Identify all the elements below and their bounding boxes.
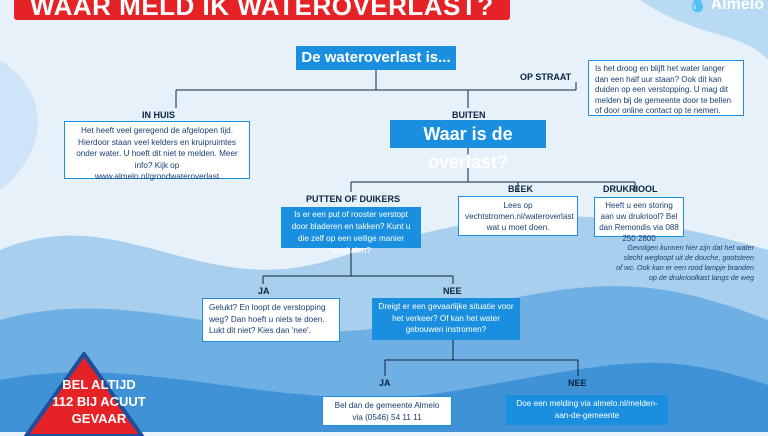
- label-putten: PUTTEN OF DUIKERS: [306, 194, 401, 204]
- danger-question: Dreigt er een gevaarlijke situatie voor …: [372, 298, 520, 340]
- almelo-logo: 💧Almelo: [688, 0, 764, 14]
- water-drop-icon: 💧: [687, 0, 708, 13]
- beek-info: Lees op vechtstromen.nl/wateroverlast wa…: [458, 196, 578, 236]
- label-nee-1: NEE: [443, 286, 462, 296]
- label-nee-2: NEE: [568, 378, 587, 388]
- warning-line-2: 112 BIJ ACUUT: [52, 394, 146, 409]
- label-buiten: BUITEN: [452, 110, 486, 120]
- second-question: Waar is de overlast?: [390, 120, 546, 172]
- warning-text: BEL ALTIJD 112 BIJ ACUUT GEVAAR: [34, 376, 164, 427]
- warning-triangle-icon: [24, 352, 144, 436]
- in-huis-info: Het heeft veel geregend de afgelopen tij…: [64, 121, 250, 181]
- putten-question: Is er een put of rooster verstopt door b…: [281, 207, 421, 255]
- logo-text: Almelo: [710, 0, 764, 13]
- page-title: WAAR MELD IK WATEROVERLAST?: [14, 0, 510, 21]
- label-ja-2: JA: [379, 378, 391, 388]
- drukriool-note: Gevolgen kunnen hier zijn dat het water …: [616, 243, 754, 282]
- nee-2-info: Doe een melding via almelo.nl/melden-aan…: [506, 395, 668, 425]
- label-in-huis: IN HUIS: [142, 110, 176, 120]
- label-beek: BEEK: [508, 184, 534, 194]
- ja-info: Gelukt? En loopt de verstopping weg? Dan…: [202, 298, 340, 342]
- grondwater-link[interactable]: www.almelo.nl/grondwateroverlast: [94, 172, 220, 181]
- warning-line-1: BEL ALTIJD: [62, 377, 136, 392]
- drukriool-info: Heeft u een storing aan uw drukriool? Be…: [594, 197, 684, 243]
- main-question: De wateroverlast is...: [296, 46, 456, 70]
- ja-2-info: Bel dan de gemeente Almelo via (0546) 54…: [322, 396, 452, 426]
- warning-line-3: GEVAAR: [71, 411, 127, 426]
- label-ja-1: JA: [258, 286, 270, 296]
- in-huis-text: Het heeft veel geregend de afgelopen tij…: [76, 126, 238, 170]
- op-straat-info: Is het droog en blijft het water langer …: [588, 60, 744, 116]
- label-op-straat: OP STRAAT: [520, 72, 572, 82]
- label-drukriool: DRUKRIOOL: [603, 184, 658, 194]
